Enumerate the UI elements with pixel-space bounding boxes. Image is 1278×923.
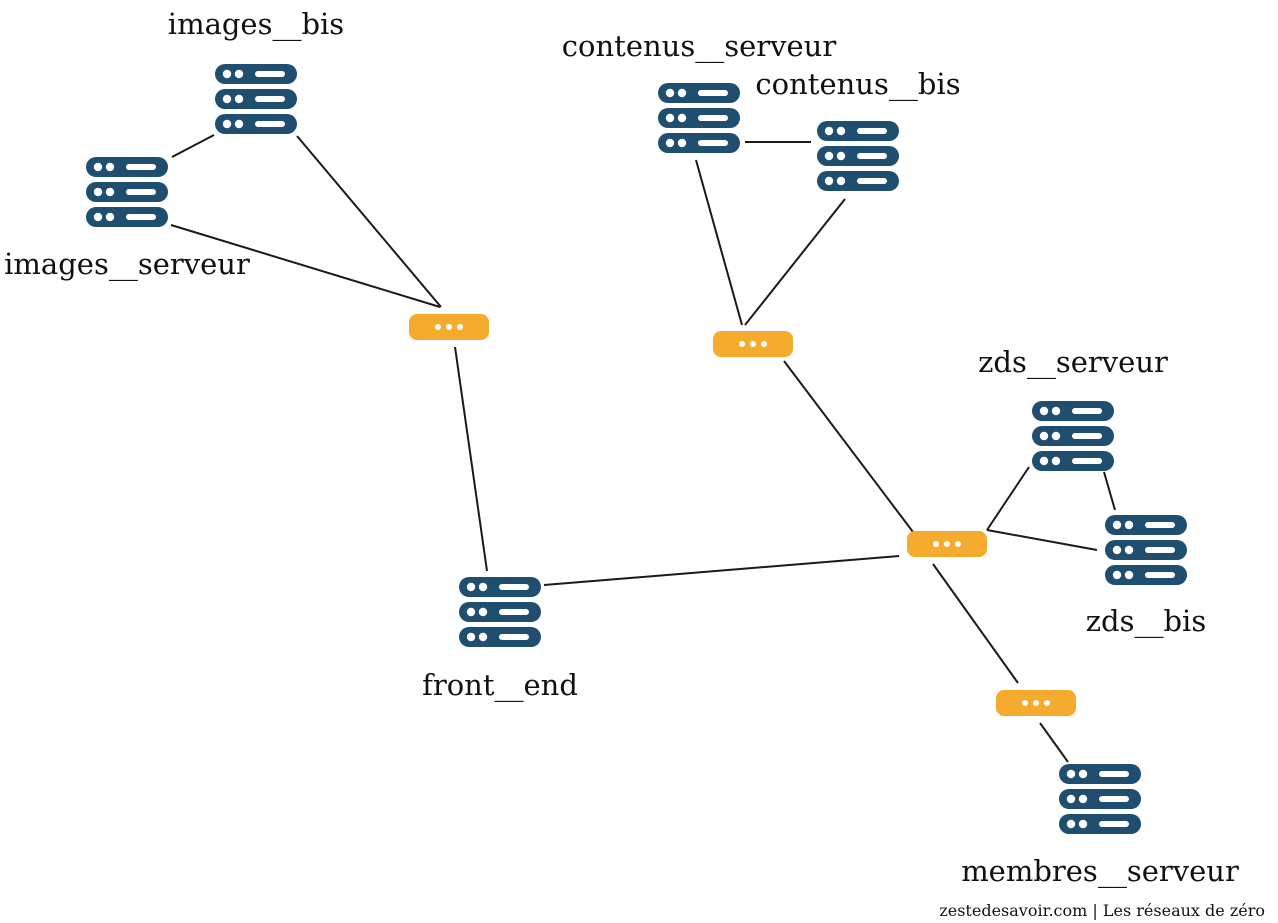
server-icon-zds-bis	[1105, 515, 1187, 585]
link-images-serveur-to-switch-images	[170, 224, 441, 308]
link-switch-membres-to-membres-serveur	[1039, 722, 1069, 763]
link-images-bis-to-images-serveur	[171, 134, 215, 158]
label-images-serveur: images__serveur	[4, 247, 250, 282]
switch-icon-switch-zds	[907, 531, 987, 557]
labels-layer: images__bis images__serveur contenus__se…	[4, 7, 1265, 920]
server-icon-zds-serveur	[1032, 401, 1114, 471]
link-switch-zds-to-zds-bis	[986, 529, 1098, 551]
label-zds-bis: zds__bis	[1086, 604, 1206, 639]
link-contenus-bis-to-switch-contenus	[744, 198, 846, 326]
server-icon-images-bis	[215, 64, 297, 134]
link-zds-serveur-to-zds-bis	[1103, 471, 1116, 511]
switch-icon-switch-contenus	[713, 331, 793, 357]
server-icon-front-end	[459, 577, 541, 647]
link-contenus-serveur-to-switch-contenus	[695, 159, 743, 326]
label-contenus-serveur: contenus__serveur	[562, 29, 837, 64]
link-switch-images-to-front-end	[454, 346, 488, 572]
server-icon-contenus-serveur	[658, 83, 740, 153]
label-membres-serveur: membres__serveur	[961, 854, 1239, 889]
link-switch-zds-to-switch-membres	[932, 563, 1019, 684]
label-front-end: front__end	[422, 668, 578, 703]
link-images-bis-to-switch-images	[296, 135, 442, 308]
links-layer	[170, 134, 1116, 763]
label-contenus-bis: contenus__bis	[755, 67, 960, 102]
label-images-bis: images__bis	[168, 7, 344, 42]
link-front-end-to-switch-zds	[543, 555, 900, 586]
nodes-layer	[86, 64, 1187, 834]
label-zds-serveur: zds__serveur	[978, 345, 1168, 380]
link-switch-contenus-to-switch-zds	[783, 360, 914, 533]
switch-icon-switch-images	[409, 314, 489, 340]
server-icon-images-serveur	[86, 157, 168, 227]
server-icon-membres-serveur	[1059, 764, 1141, 834]
switch-icon-switch-membres	[996, 690, 1076, 716]
server-icon-contenus-bis	[817, 121, 899, 191]
footer-credit: zestedesavoir.com | Les réseaux de zéro	[939, 901, 1265, 920]
link-zds-serveur-to-switch-zds	[986, 466, 1030, 531]
